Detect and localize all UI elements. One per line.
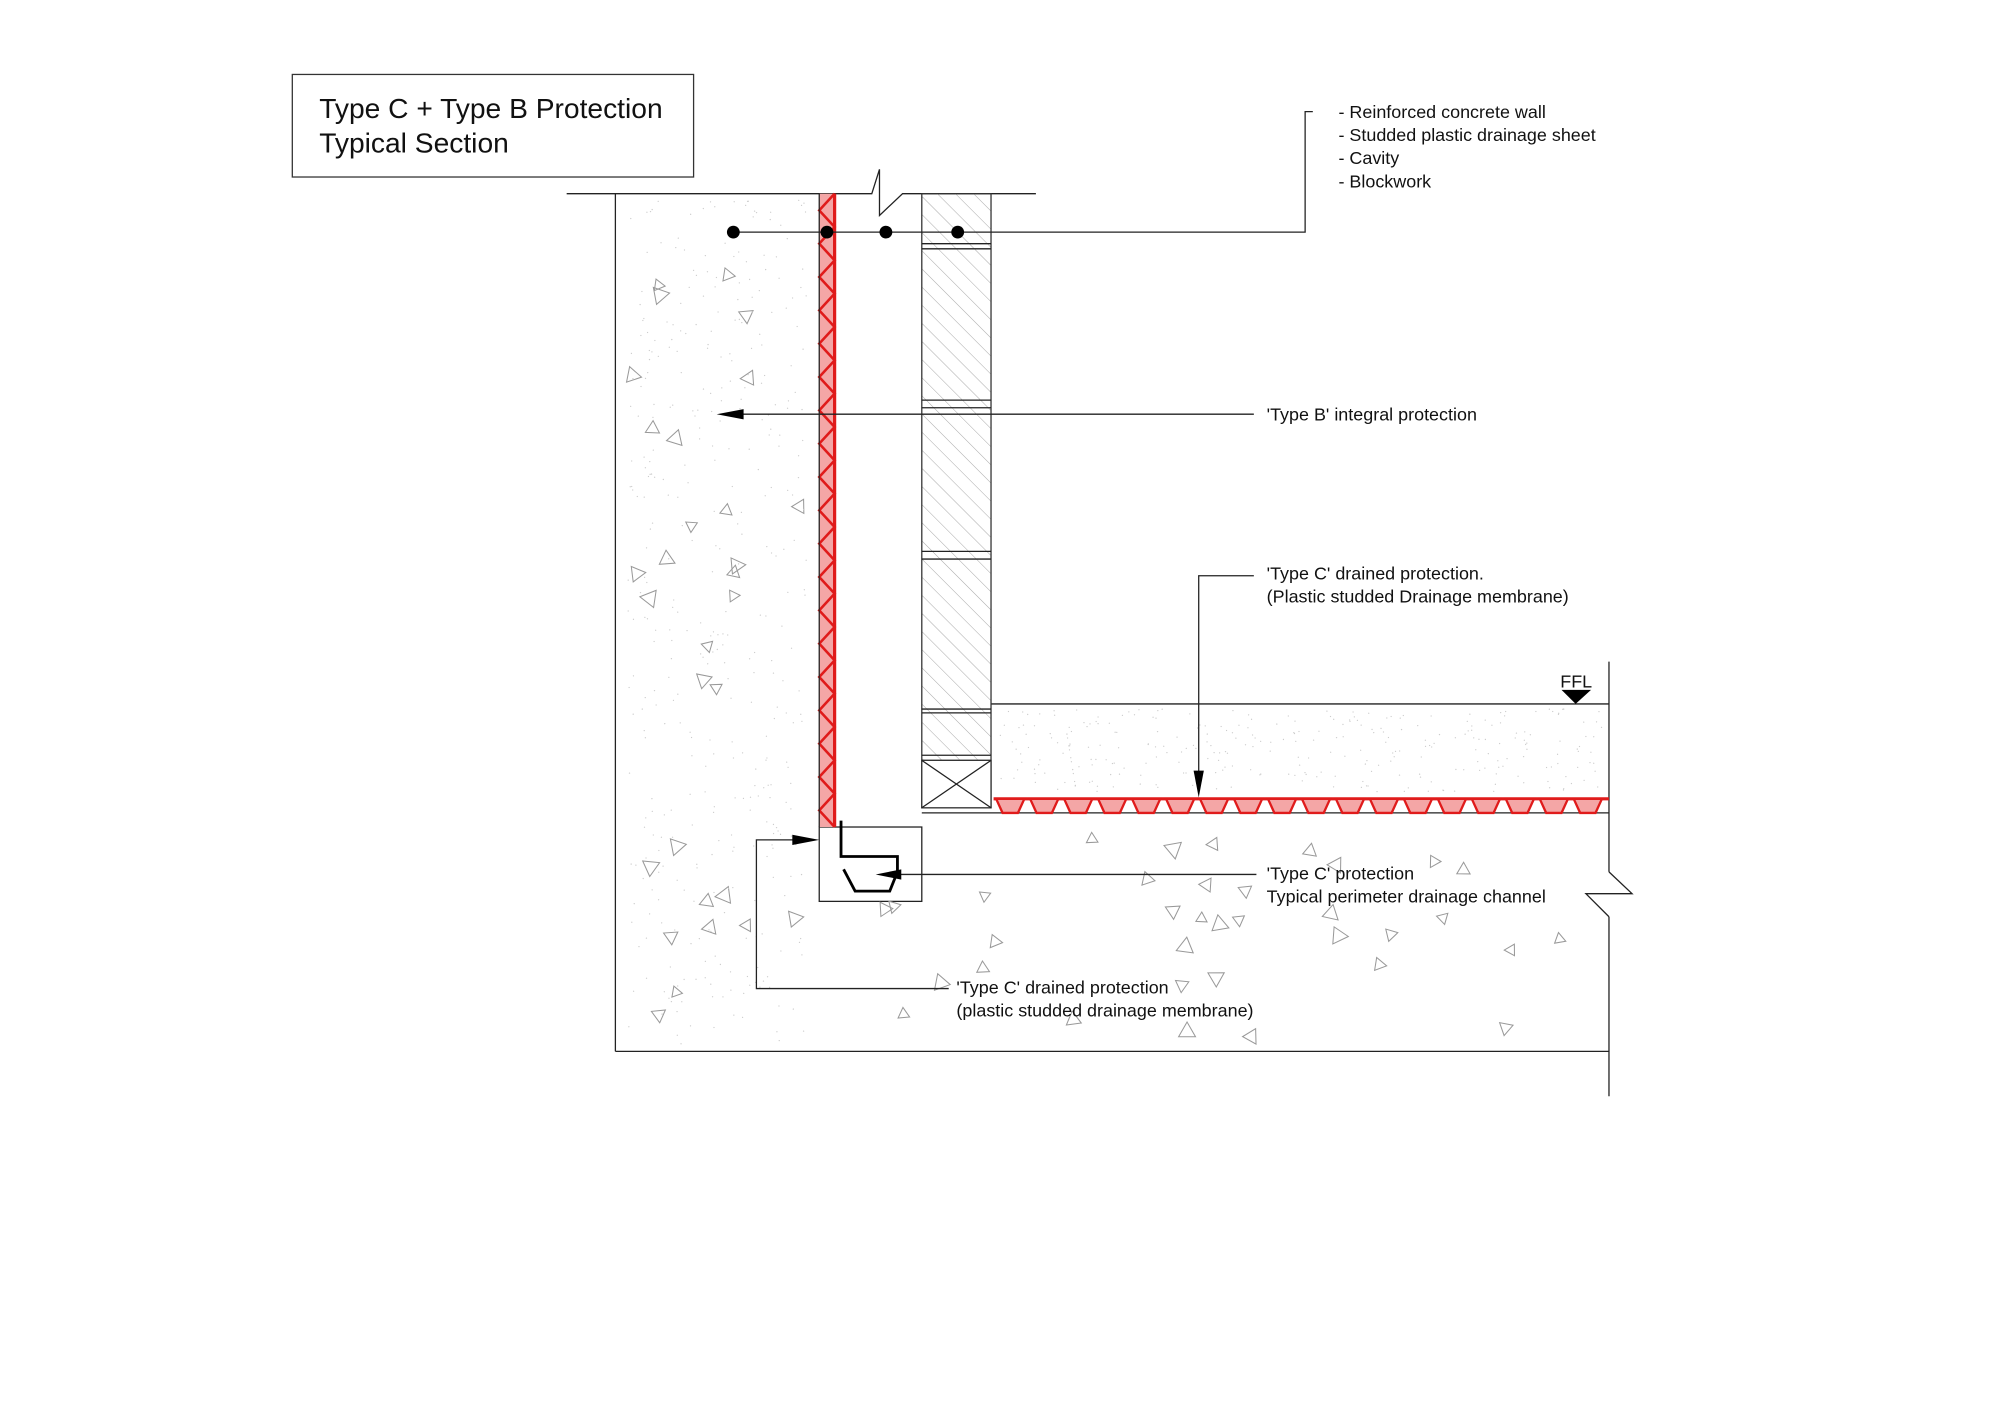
- layer-item: - Reinforced concrete wall: [1338, 102, 1545, 122]
- layer-item: - Cavity: [1338, 148, 1399, 168]
- layer-item: - Blockwork: [1338, 171, 1431, 191]
- channel-label-2: Typical perimeter drainage channel: [1267, 887, 1546, 907]
- type-b-callout: 'Type B' integral protection: [716, 405, 1477, 425]
- type-c-floor-label-2: (Plastic studded Drainage membrane): [1267, 587, 1569, 607]
- ffl-label: FFL: [1560, 671, 1592, 691]
- wall-membrane-label-2: (plastic studded drainage membrane): [956, 1001, 1253, 1021]
- blockwork: [921, 193, 992, 809]
- reinforced-concrete: [566, 169, 1634, 1097]
- layer-item: - Studded plastic drainage sheet: [1338, 125, 1595, 145]
- channel-label-1: 'Type C' protection: [1267, 864, 1414, 884]
- title-line-2: Typical Section: [319, 127, 509, 159]
- ffl-marker: FFL: [1560, 671, 1592, 704]
- type-c-floor-label-1: 'Type C' drained protection.: [1267, 564, 1484, 584]
- drainage-channel: [839, 820, 899, 893]
- title-line-1: Type C + Type B Protection: [319, 92, 662, 124]
- type-b-label: 'Type B' integral protection: [1267, 405, 1477, 425]
- floor-drainage-membrane: [993, 797, 1609, 815]
- type-c-floor-callout: 'Type C' drained protection. (Plastic st…: [1193, 564, 1569, 798]
- concrete-aggregate-hatch: [625, 199, 1603, 1045]
- title-block: Type C + Type B Protection Typical Secti…: [291, 73, 695, 178]
- wall-membrane-label-1: 'Type C' drained protection: [956, 978, 1168, 998]
- channel-callout: 'Type C' protection Typical perimeter dr…: [875, 864, 1546, 907]
- wall-membrane-callout: 'Type C' drained protection (plastic stu…: [755, 834, 1254, 1021]
- layers-leader: - Reinforced concrete wall - Studded pla…: [726, 102, 1596, 239]
- wall-drainage-membrane: [817, 192, 837, 828]
